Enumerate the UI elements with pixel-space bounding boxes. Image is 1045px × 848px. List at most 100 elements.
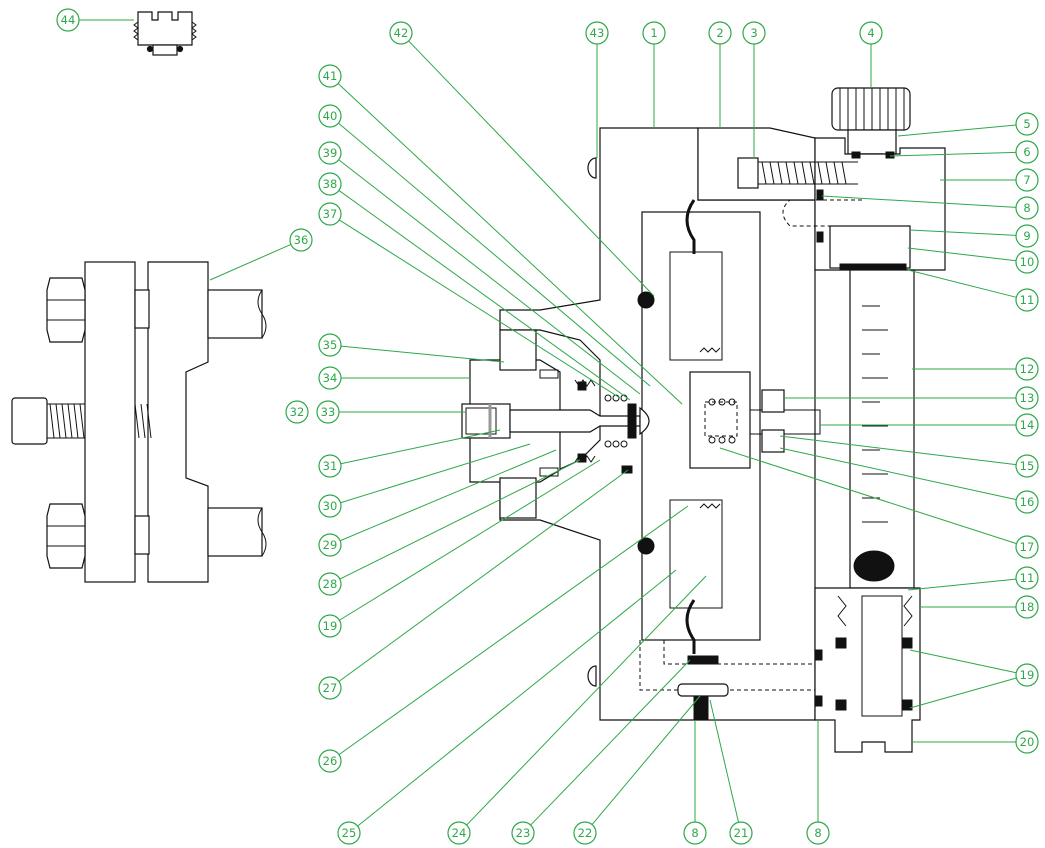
- leader-line-c11b: [907, 578, 1017, 591]
- callout-circle: [1015, 566, 1039, 590]
- callout-circle: [742, 21, 766, 45]
- callout-number: 30: [323, 499, 338, 513]
- callout-balloon-c31: 31: [318, 454, 342, 478]
- callout-number: 18: [1020, 600, 1035, 614]
- callout-circle: [318, 676, 342, 700]
- callout-balloon-c35: 35: [318, 333, 342, 357]
- leader-line-c10: [907, 247, 1017, 262]
- callout-number: 4: [867, 26, 874, 40]
- callout-number: 17: [1020, 540, 1035, 554]
- callout-number: 33: [321, 405, 336, 419]
- main-body: [499, 127, 821, 721]
- callout-circle: [1015, 196, 1039, 220]
- leader-line-c28: [339, 459, 581, 580]
- leader-line-c5: [897, 124, 1017, 137]
- callout-circle: [389, 21, 413, 45]
- callout-balloon-c11a: 11: [1015, 288, 1039, 312]
- callout-circle: [1015, 595, 1039, 619]
- callout-balloon-c24: 24: [447, 821, 471, 845]
- callout-circle: [318, 614, 342, 638]
- callout-circle: [1015, 663, 1039, 687]
- callout-number: 36: [294, 233, 309, 247]
- callout-number: 19: [1020, 668, 1035, 682]
- detail-part-44: [133, 11, 197, 56]
- callout-balloon-c27: 27: [318, 676, 342, 700]
- callout-circle: [1015, 250, 1039, 274]
- callout-number: 23: [516, 826, 531, 840]
- callout-circle: [1015, 413, 1039, 437]
- leader-line-c22: [591, 695, 701, 825]
- callout-balloon-c41: 41: [318, 64, 342, 88]
- callout-balloon-c8a: 8: [1015, 196, 1039, 220]
- callout-balloon-c18: 18: [1015, 595, 1039, 619]
- callout-number: 22: [578, 826, 593, 840]
- callout-circle: [337, 821, 361, 845]
- callout-number: 14: [1020, 418, 1035, 432]
- callout-number: 28: [323, 577, 338, 591]
- callout-circle: [511, 821, 535, 845]
- callout-circle: [1015, 730, 1039, 754]
- callout-number: 2: [716, 26, 723, 40]
- leader-line-c9: [909, 229, 1017, 236]
- callout-circle: [318, 104, 342, 128]
- callout-circle: [318, 572, 342, 596]
- callout-number: 19: [323, 619, 338, 633]
- leader-line-c24: [466, 575, 707, 826]
- callout-number: 12: [1020, 362, 1035, 376]
- callout-number: 41: [323, 69, 338, 83]
- callout-number: 37: [323, 207, 338, 221]
- inlet-fitting: [461, 329, 650, 519]
- callout-balloon-c4: 4: [859, 21, 883, 45]
- callout-balloon-c25: 25: [337, 821, 361, 845]
- callout-balloon-c13: 13: [1015, 386, 1039, 410]
- callout-balloon-c21: 21: [729, 821, 753, 845]
- callout-balloon-c11b: 11: [1015, 566, 1039, 590]
- leader-line-c39: [338, 159, 641, 395]
- leader-line-c27: [338, 469, 629, 682]
- leader-line-c11a: [907, 269, 1017, 298]
- callout-number: 20: [1020, 735, 1035, 749]
- callout-number: 3: [750, 26, 757, 40]
- leader-line-c25: [357, 569, 677, 827]
- callout-circle: [1015, 168, 1039, 192]
- callout-balloon-c29: 29: [318, 533, 342, 557]
- leader-line-c19a: [339, 459, 601, 621]
- callout-balloon-c5: 5: [1015, 112, 1039, 136]
- callout-number: 11: [1020, 571, 1035, 585]
- callout-number: 21: [734, 826, 749, 840]
- leader-line-c17: [719, 447, 1017, 545]
- callout-balloon-c23: 23: [511, 821, 535, 845]
- callout-circle: [318, 494, 342, 518]
- callout-balloon-c32: 32: [285, 400, 309, 424]
- callout-circle: [318, 64, 342, 88]
- callout-number: 44: [61, 13, 76, 27]
- callout-balloon-c37: 37: [318, 202, 342, 226]
- callout-circle: [585, 21, 609, 45]
- callout-number: 27: [323, 681, 338, 695]
- callout-number: 38: [323, 177, 338, 191]
- callout-balloon-c44: 44: [56, 8, 80, 32]
- leader-line-c29: [339, 449, 557, 542]
- callout-circle: [1015, 112, 1039, 136]
- callout-number: 25: [342, 826, 357, 840]
- callout-number: 40: [323, 109, 338, 123]
- callout-number: 10: [1020, 255, 1035, 269]
- flow-tube: [814, 269, 921, 753]
- callout-balloon-c19b: 19: [1015, 663, 1039, 687]
- callout-number: 8: [1023, 201, 1030, 215]
- leader-line-c37: [339, 219, 621, 399]
- callout-number: 6: [1023, 145, 1030, 159]
- callout-circle: [285, 400, 309, 424]
- callout-circle: [573, 821, 597, 845]
- callout-circle: [1015, 224, 1039, 248]
- leader-line-c41: [337, 83, 683, 405]
- leader-line-c19b: [909, 649, 1017, 674]
- callout-number: 8: [691, 826, 698, 840]
- callout-number: 15: [1020, 459, 1035, 473]
- callout-number: 16: [1020, 495, 1035, 509]
- callout-balloon-c43: 43: [585, 21, 609, 45]
- leader-line-c19b: [909, 677, 1017, 709]
- leader-line-c16: [779, 447, 1017, 501]
